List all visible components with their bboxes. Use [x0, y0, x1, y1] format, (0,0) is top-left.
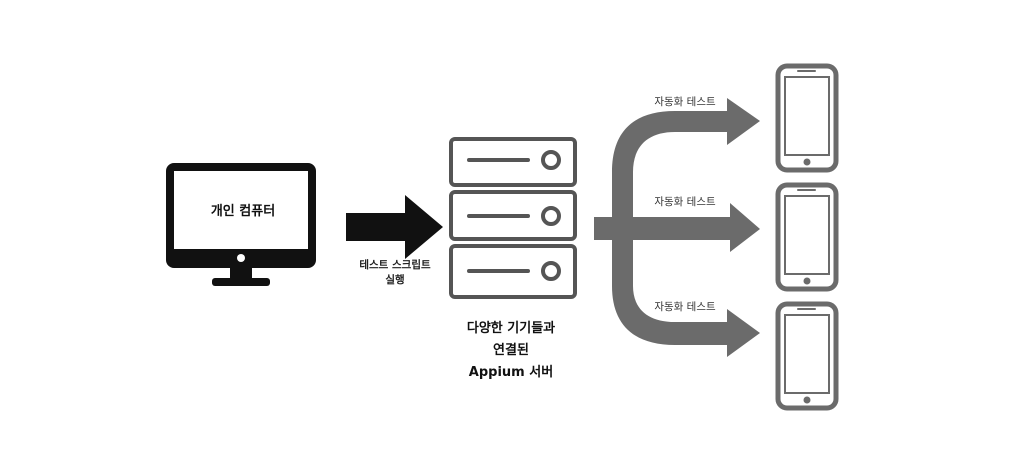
monitor-screen: [174, 171, 308, 249]
appium-server-label: 다양한 기기들과 연결된 Appium 서버: [436, 318, 586, 384]
appium-server-label-line3: Appium 서버: [468, 365, 554, 380]
phone-home-button: [803, 277, 811, 285]
phone-home-button: [803, 396, 811, 404]
phone-screen: [784, 76, 830, 156]
automated-test-label: 자동화 테스트: [654, 301, 716, 313]
automated-test-label: 자동화 테스트: [654, 96, 716, 108]
monitor-base: [212, 278, 270, 286]
execute-arrow: [346, 195, 443, 259]
monitor-power-dot: [237, 254, 245, 262]
appium-server-label-line2: 연결된: [493, 343, 529, 358]
phone-screen: [784, 314, 830, 394]
monitor-neck: [230, 267, 252, 279]
phone-screen: [784, 195, 830, 275]
execute-script-label: 테스트 스크립트 실행: [336, 258, 454, 288]
execute-script-label-line2: 실행: [385, 274, 405, 286]
phone-home-button: [803, 158, 811, 166]
distribution-branch-bottom: [612, 226, 760, 357]
server-status-led: [541, 150, 561, 170]
smartphone-icon: [775, 301, 839, 411]
server-status-led: [541, 206, 561, 226]
smartphone-icon: [775, 182, 839, 292]
desktop-monitor-icon: [166, 163, 316, 286]
distribution-branch-top: [612, 98, 760, 230]
server-status-led: [541, 261, 561, 281]
appium-server-label-line1: 다양한 기기들과: [466, 321, 556, 336]
personal-computer-label: 개인 컴퓨터: [210, 204, 276, 219]
execute-script-label-line1: 테스트 스크립트: [359, 259, 431, 271]
server-rack-icon: [449, 137, 577, 299]
distribution-branch-middle: [625, 203, 760, 252]
automated-test-label: 자동화 테스트: [654, 196, 716, 208]
distribution-arrow: [594, 98, 760, 357]
smartphone-icon: [775, 63, 839, 173]
